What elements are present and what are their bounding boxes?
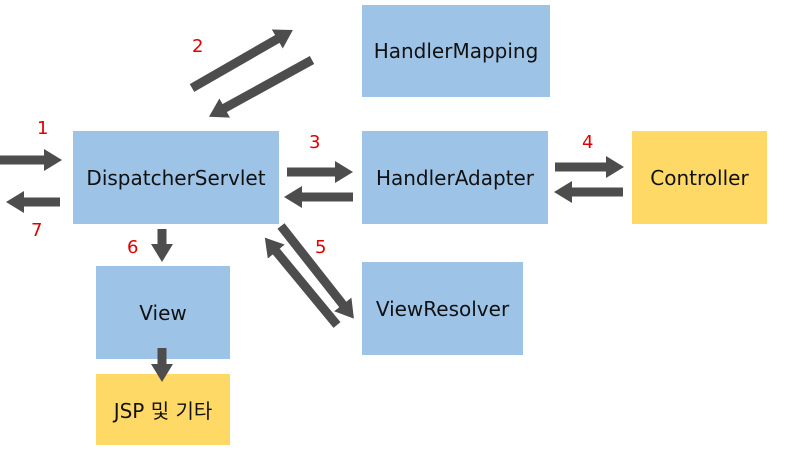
arrow-step-2-to-handler-mapping — [189, 29, 293, 92]
dispatcher-servlet-label: DispatcherServlet — [86, 165, 266, 190]
arrow-step-2-from-handler-mapping — [208, 56, 315, 118]
handler-adapter-box: HandlerAdapter — [362, 131, 548, 224]
jsp-label: JSP 및 기타 — [113, 399, 213, 423]
controller-box: Controller — [632, 131, 767, 224]
dispatcher-servlet-box: DispatcherServlet — [73, 131, 279, 224]
controller-label: Controller — [650, 165, 749, 190]
step-number-2: 2 — [192, 36, 204, 57]
view-label: View — [139, 300, 187, 325]
step-number-4: 4 — [582, 132, 594, 153]
step-number-6: 6 — [127, 237, 139, 258]
handler-mapping-label: HandlerMapping — [373, 39, 539, 63]
step-number-1: 1 — [37, 118, 49, 139]
view-box: View — [96, 266, 230, 359]
jsp-box: JSP 및 기타 — [96, 374, 230, 445]
step-number-5: 5 — [315, 237, 327, 258]
arrow-step-5-to-view-resolver — [277, 223, 354, 319]
view-resolver-label: ViewResolver — [375, 296, 510, 321]
step-number-3: 3 — [309, 132, 321, 153]
view-resolver-box: ViewResolver — [362, 262, 523, 355]
arrow-step-5-from-view-resolver — [264, 237, 341, 328]
handler-mapping-box: HandlerMapping — [362, 5, 550, 97]
handler-adapter-label: HandlerAdapter — [375, 165, 535, 190]
step-number-7: 7 — [31, 220, 43, 241]
